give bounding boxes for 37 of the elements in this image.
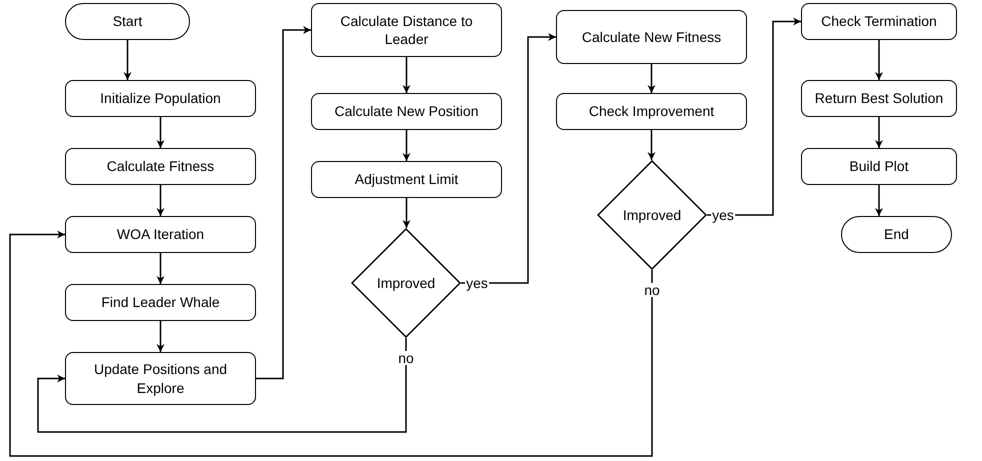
process-box: Adjustment Limit	[311, 161, 502, 198]
arrow	[402, 57, 410, 93]
arrow	[875, 40, 883, 80]
process-box: Find Leader Whale	[65, 284, 256, 321]
arrow	[875, 185, 883, 216]
edge-label: no	[643, 283, 661, 297]
decision-diamond: Improved	[351, 228, 461, 338]
arrow	[124, 40, 132, 80]
arrow	[648, 64, 656, 93]
decision-diamond: Improved	[597, 160, 707, 270]
process-box: Calculate Fitness	[65, 148, 256, 185]
arrow	[402, 198, 410, 228]
arrow	[707, 18, 801, 216]
process-box: WOA Iteration	[65, 216, 256, 253]
arrow	[156, 253, 164, 284]
process-box: Check Termination	[801, 3, 957, 40]
arrow	[256, 26, 311, 380]
process-box: Check Improvement	[556, 93, 747, 130]
arrow	[461, 33, 556, 284]
arrow	[37, 338, 407, 433]
process-box: Calculate New Fitness	[556, 10, 747, 64]
edge-label: no	[397, 351, 415, 365]
arrow	[156, 185, 164, 216]
terminal-shape: End	[841, 216, 952, 253]
arrow	[9, 230, 653, 457]
process-box: Update Positions and Explore	[65, 352, 256, 405]
process-box: Build Plot	[801, 148, 957, 185]
arrow	[648, 130, 656, 160]
arrow	[156, 117, 164, 148]
arrow	[402, 130, 410, 161]
process-box: Calculate New Position	[311, 93, 502, 130]
terminal-shape: Start	[65, 3, 190, 40]
arrow	[156, 321, 164, 352]
arrow	[875, 117, 883, 148]
process-box: Calculate Distance to Leader	[311, 3, 502, 57]
process-box: Return Best Solution	[801, 80, 957, 117]
process-box: Initialize Population	[65, 80, 256, 117]
